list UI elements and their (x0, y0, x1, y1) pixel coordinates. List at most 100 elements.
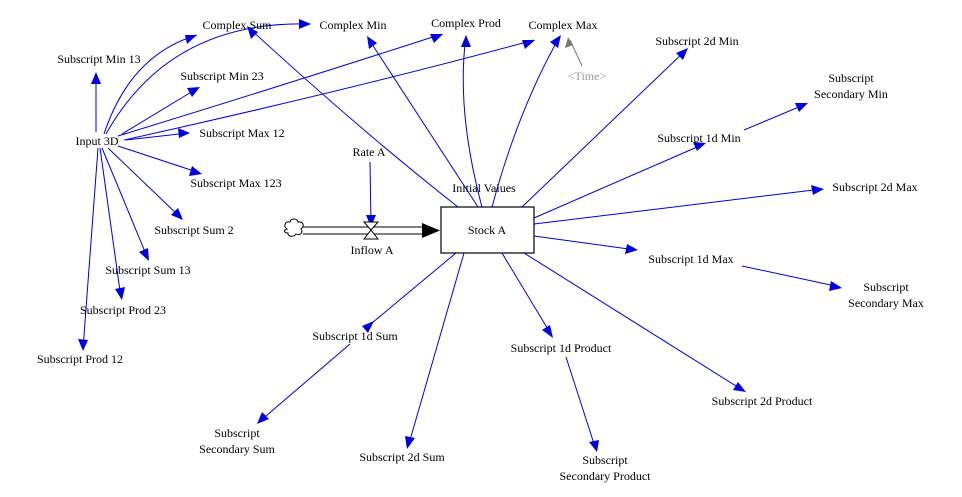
link-sub1dsum-to-secondarysum[interactable] (258, 343, 351, 423)
subscript-secondary-max-label-line2[interactable]: Secondary Max (848, 296, 924, 310)
stock-a-links (247, 26, 823, 448)
link-stock-to-sub2dmax[interactable] (533, 188, 823, 225)
subscript-sum-2-label[interactable]: Subscript Sum 2 (154, 223, 233, 237)
arrowheads (78, 19, 842, 452)
subscript-2d-max-label[interactable]: Subscript 2d Max (832, 180, 917, 194)
input-3d-label[interactable]: Input 3D (76, 134, 119, 148)
link-input3d-to-submax12[interactable] (125, 132, 189, 141)
subscript-2d-sum-label[interactable]: Subscript 2d Sum (359, 450, 445, 464)
link-stock-to-complexsum[interactable] (247, 26, 459, 208)
arrowhead (795, 103, 808, 112)
subscript-secondary-sum-label-line2[interactable]: Secondary Sum (199, 442, 275, 456)
arrowhead (589, 440, 599, 452)
input-3d-links (82, 23, 535, 350)
subscript-2d-product-label[interactable]: Subscript 2d Product (712, 394, 813, 408)
arrowhead (542, 325, 553, 338)
arrowhead (430, 34, 443, 43)
stock-a-label[interactable]: Stock A (468, 223, 507, 237)
complex-prod-label[interactable]: Complex Prod (431, 16, 501, 30)
arrowhead (550, 35, 561, 48)
link-input3d-to-complexmin[interactable] (105, 23, 311, 135)
link-stock-to-sub2dproduct[interactable] (523, 252, 745, 392)
arrowhead (362, 321, 374, 333)
subscript-1d-product-label[interactable]: Subscript 1d Product (511, 341, 612, 355)
subscript-1d-sum-label[interactable]: Subscript 1d Sum (312, 329, 398, 343)
link-input3d-to-subsum2[interactable] (107, 147, 182, 219)
arrowhead (522, 40, 535, 49)
subscript-sum-13-label[interactable]: Subscript Sum 13 (105, 263, 190, 277)
link-input3d-to-complexmax[interactable] (123, 39, 535, 141)
arrowhead (565, 37, 573, 48)
subscript-secondary-product-label-line1[interactable]: Subscript (582, 453, 628, 467)
arrowhead (91, 72, 101, 84)
link-sub1dproduct-to-secondaryproduct[interactable] (565, 356, 597, 451)
inflow-a-flow[interactable] (284, 218, 440, 240)
link-sub1dmax-to-secondarymax[interactable] (741, 265, 841, 288)
link-input3d-to-complexprod[interactable] (117, 33, 443, 137)
link-stock-to-sub1dmin[interactable] (533, 143, 705, 219)
arrowhead (247, 26, 258, 39)
subscript-max-123-label[interactable]: Subscript Max 123 (190, 176, 281, 190)
subscript-2d-min-label[interactable]: Subscript 2d Min (655, 34, 738, 48)
arrowhead (625, 244, 638, 254)
arrowhead (733, 382, 746, 392)
link-stock-to-sub1dsum[interactable] (371, 252, 457, 324)
link-stock-to-sub1dmax[interactable] (533, 235, 637, 251)
time-shadow-label[interactable]: <Time> (568, 69, 607, 83)
link-input3d-to-subsum13[interactable] (101, 147, 149, 260)
arrowhead (366, 215, 376, 227)
link-input3d-to-submax123[interactable] (117, 145, 201, 174)
subscript-1d-max-label[interactable]: Subscript 1d Max (648, 252, 733, 266)
subscript-min-23-label[interactable]: Subscript Min 23 (180, 69, 263, 83)
subscript-prod-12-label[interactable]: Subscript Prod 12 (37, 352, 123, 366)
link-stock-to-sub1dproduct[interactable] (501, 252, 553, 337)
arrowhead (78, 339, 88, 351)
flow-arrowhead (422, 223, 440, 238)
stock-a-box[interactable] (440, 206, 535, 254)
subscript-prod-23-label[interactable]: Subscript Prod 23 (80, 303, 166, 317)
inflow-a-label[interactable]: Inflow A (351, 243, 394, 257)
link-input3d-to-submin23[interactable] (121, 87, 199, 135)
complex-sum-label[interactable]: Complex Sum (202, 18, 272, 32)
subscript-secondary-max-label-line1[interactable]: Subscript (863, 280, 909, 294)
arrowhead (676, 48, 688, 60)
flow-valve-icon[interactable] (362, 221, 380, 240)
subscript-secondary-product-label-line2[interactable]: Secondary Product (560, 469, 652, 483)
arrowhead (187, 87, 200, 97)
link-sub1dmin-to-secondarymin[interactable] (743, 103, 807, 131)
arrowhead (189, 166, 202, 176)
arrowhead (139, 248, 149, 261)
arrowhead (693, 142, 706, 151)
subscript-min-13-label[interactable]: Subscript Min 13 (57, 52, 140, 66)
subscript-secondary-sum-label-line1[interactable]: Subscript (214, 426, 260, 440)
link-stock-to-complexprod[interactable] (462, 35, 483, 208)
arrowhead (811, 185, 824, 195)
link-input3d-to-subprod23[interactable] (99, 147, 122, 299)
labels: Stock A Inflow A Input 3D Complex Sum Co… (37, 16, 924, 483)
subscript-max-12-label[interactable]: Subscript Max 12 (199, 126, 284, 140)
arrowhead (367, 36, 377, 49)
arrowhead (115, 287, 125, 300)
subscript-1d-min-label[interactable]: Subscript 1d Min (657, 131, 740, 145)
link-ratea-to-inflowa[interactable] (369, 161, 372, 226)
initial-values-label[interactable]: Initial Values (452, 181, 516, 195)
subscript-secondary-min-label-line1[interactable]: Subscript (828, 71, 874, 85)
link-input3d-to-complexsum[interactable] (103, 34, 198, 135)
link-input3d-to-subprod12[interactable] (82, 147, 99, 350)
link-stock-to-complexmin[interactable] (367, 37, 479, 208)
arrowhead (185, 35, 197, 44)
arrowhead (178, 128, 190, 138)
link-stock-to-complexmax[interactable] (491, 35, 561, 208)
complex-max-label[interactable]: Complex Max (529, 18, 598, 32)
arrowhead (405, 436, 415, 449)
rate-a-label[interactable]: Rate A (353, 145, 386, 159)
complex-min-label[interactable]: Complex Min (319, 18, 386, 32)
arrowhead (257, 412, 269, 424)
arrowhead (171, 208, 183, 220)
source-cloud-icon (284, 218, 304, 237)
link-stock-to-sub2dsum[interactable] (407, 252, 465, 448)
link-stock-to-sub2dmin[interactable] (521, 49, 687, 208)
subscript-secondary-min-label-line2[interactable]: Secondary Min (814, 87, 888, 101)
arrowhead (829, 281, 842, 291)
